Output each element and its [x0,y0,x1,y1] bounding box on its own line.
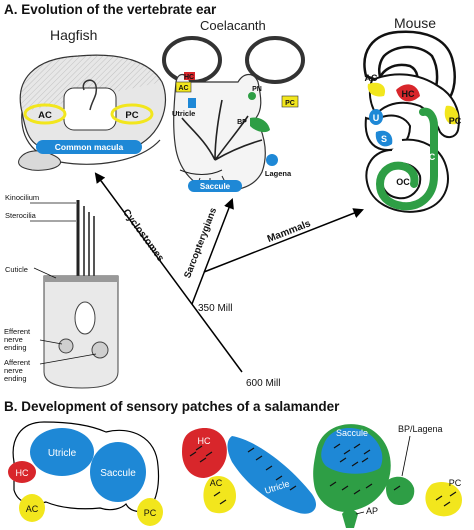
stained-pc-label: PC [449,478,462,488]
mouse-u-label: U [373,113,380,123]
stained-bp-lagena-label: BP/Lagena [398,424,443,434]
organism-label-hagfish: Hagfish [50,27,97,43]
cuticle-label: Cuticle [5,265,28,274]
mouse-s-label: S [381,134,387,144]
common-macula-label: Common macula [55,142,124,152]
coelacanth-pn-label: PN [252,86,262,93]
hagfish-ear: AC PC Common macula [18,54,167,171]
organism-label-coelacanth: Coelacanth [200,18,266,33]
kinocilium-label: Kinocilium [5,193,39,202]
stained-ap-label: AP [366,506,378,516]
mouse-ear: AC HC PC U S C OC [363,30,462,213]
evolution-tree: Cyclostomes Sarcopterygians Mammals 350 … [94,172,364,389]
cyclostomes-label: Cyclostomes [120,207,166,264]
schematic-hc-label: HC [16,468,29,478]
mouse-pc-label: PC [449,116,462,126]
coelacanth-lagena-label: Lagena [265,169,292,178]
schematic-ac-label: AC [26,504,39,514]
organism-label-mouse: Mouse [394,15,436,31]
salamander-schematic: Utricle Saccule HC AC PC [8,421,163,526]
arrow-cyclostomes [94,172,243,373]
schematic-pc-label: PC [144,508,157,518]
sterocilia-label: Sterocilia [5,211,37,220]
coelacanth-pc-label: PC [285,100,295,107]
hagfish-pc-label: PC [125,110,138,121]
coelacanth-ac-label: AC [178,85,188,92]
coelacanth-utricle-label: Utricle [172,109,195,118]
stained-ac-label: AC [210,478,223,488]
time-600-label: 600 Mill [246,378,280,389]
mouse-c-label: C [429,152,436,162]
mouse-ac-label: AC [365,73,378,83]
salamander-stained-patches: HC Utricle AC Saccule BP/Lagena PC AP [182,424,462,528]
schematic-utricle-label: Utricle [48,448,77,459]
section-a-title: A. Evolution of the vertebrate ear [4,2,217,17]
stained-saccule-label: Saccule [336,428,368,438]
coelacanth-saccule-label: Saccule [200,182,231,191]
mouse-oc-label: OC [396,177,410,187]
hagfish-ac-label: AC [38,110,52,121]
arrow-sarcopterygians [191,198,234,305]
section-b-title: B. Development of sensory patches of a s… [4,399,340,414]
coelacanth-bp-label: BP [237,119,247,126]
coelacanth-ear: HC AC PN PC Utricle BP Saccule Lagena [162,36,305,192]
schematic-saccule-label: Saccule [100,468,136,479]
coelacanth-hc-label: HC [184,74,194,81]
efferent-nerve-label: Efferent nerve ending [4,328,31,352]
stained-hc-label: HC [198,436,211,446]
arrow-mammals [203,208,364,273]
time-350-label: 350 Mill [198,303,232,314]
mouse-hc-label: HC [402,89,415,99]
afferent-nerve-label: Afferent nerve ending [4,359,31,383]
hair-cell-illustration: Kinocilium Sterocilia Cuticle Efferent n… [4,193,119,389]
